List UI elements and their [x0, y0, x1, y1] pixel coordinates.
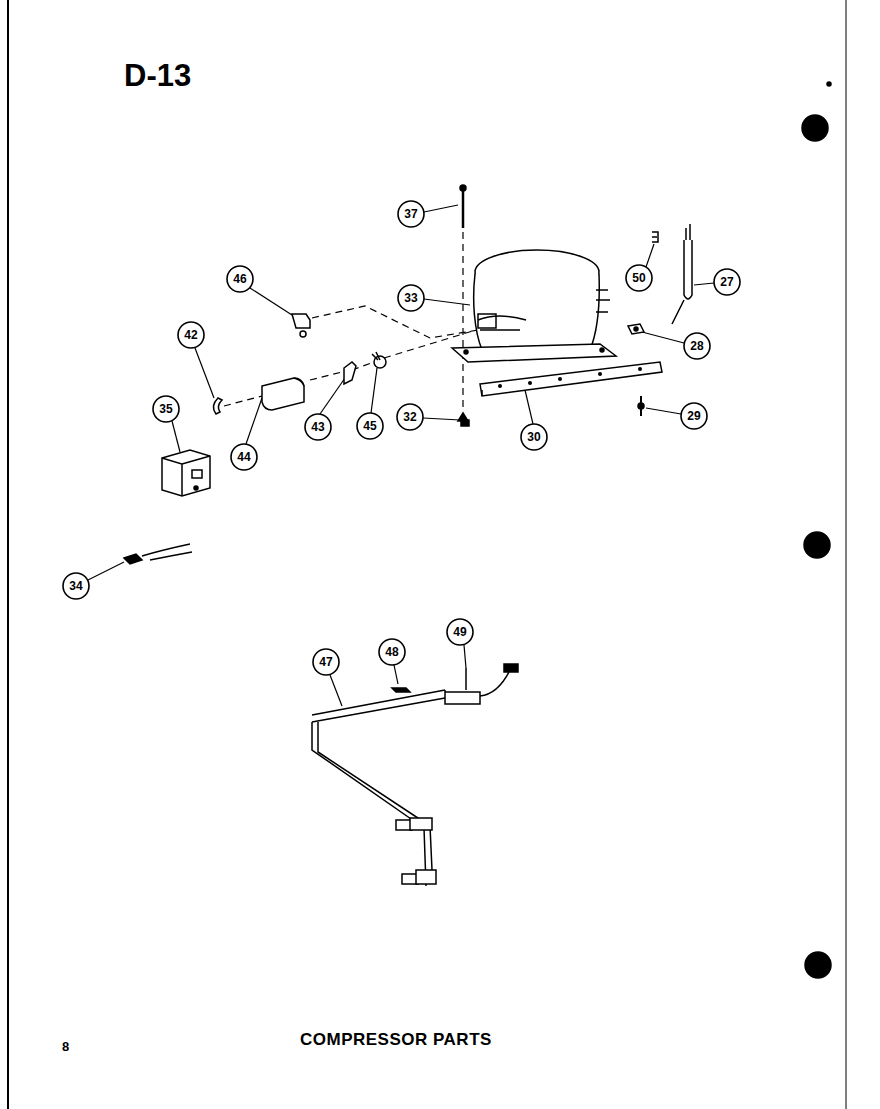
callout-number: 49 [453, 626, 466, 638]
callout-number: 35 [159, 403, 172, 415]
callout-number: 33 [404, 292, 417, 304]
callout-number: 30 [527, 431, 540, 443]
callout-number: 50 [632, 272, 645, 284]
callout-number: 32 [403, 411, 416, 423]
page-title: D-13 [124, 60, 191, 91]
callout-number: 42 [184, 329, 197, 341]
callout-number: 44 [237, 451, 250, 463]
callout-number: 34 [69, 580, 82, 592]
callout-number: 27 [720, 276, 733, 288]
callout-number: 43 [311, 421, 324, 433]
callout-number: 29 [687, 410, 700, 422]
callout-number: 47 [319, 656, 332, 668]
callout-number: 37 [404, 208, 417, 220]
callout-number: 46 [233, 273, 246, 285]
callout-number: 28 [690, 340, 703, 352]
page-number: 8 [62, 1040, 69, 1053]
callout-number: 45 [363, 420, 376, 432]
callout-number: 48 [385, 646, 398, 658]
page-caption: COMPRESSOR PARTS [300, 1031, 492, 1048]
